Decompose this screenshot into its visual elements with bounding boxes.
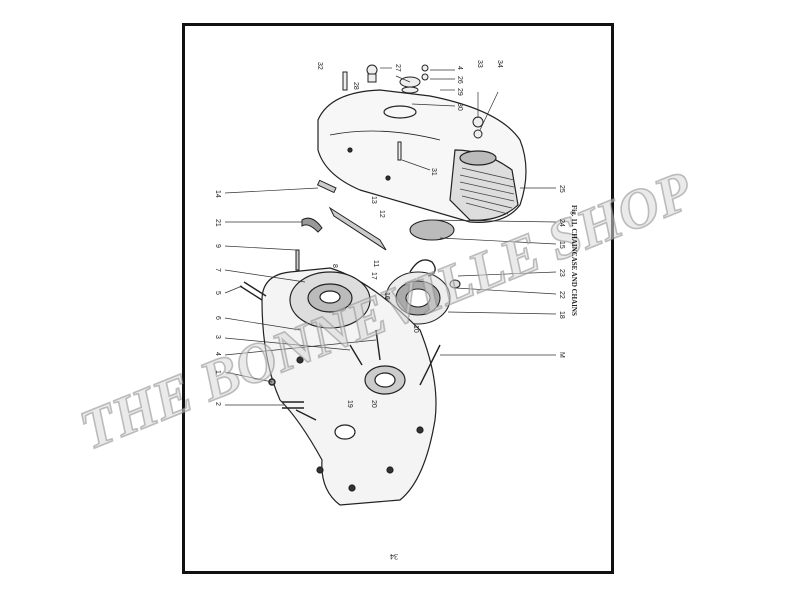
callout-label: 25 xyxy=(558,185,565,193)
callout-label: 13 xyxy=(370,196,377,204)
callout-label: 23 xyxy=(558,269,565,277)
callout-label: 18 xyxy=(558,311,565,319)
callout-label: 19 xyxy=(346,400,353,408)
callout-label: 17 xyxy=(370,272,377,280)
callout-label: 11 xyxy=(372,260,379,267)
filler-cap-parts xyxy=(342,64,484,161)
callout-label: 22 xyxy=(558,291,565,299)
callout-label: 6 xyxy=(214,316,221,320)
inner-chaincase xyxy=(261,267,437,506)
leader-lines xyxy=(224,67,557,406)
callout-labels: 14 21 9 7 5 6 3 4 1 2 25 24 15 23 22 18 … xyxy=(214,60,565,408)
callout-label: 26 xyxy=(456,76,463,84)
callout-label: 4 xyxy=(456,66,463,70)
callout-label: 32 xyxy=(316,62,323,70)
chain-tensioner xyxy=(295,179,387,271)
figure-caption: Fig. 11. CHAINCASE AND CHAINS xyxy=(570,205,578,316)
chaincase-outer-cover xyxy=(317,89,527,223)
callout-label: 33 xyxy=(476,60,483,68)
callout-label: 14 xyxy=(214,190,221,198)
callout-label: 24 xyxy=(558,219,565,227)
callout-label: 16 xyxy=(383,292,390,300)
callout-label: 2 xyxy=(214,402,221,406)
alternator-stator xyxy=(385,219,461,325)
callout-label: 4 xyxy=(214,352,221,356)
callout-label: 1 xyxy=(214,370,221,374)
callout-label: 28 xyxy=(352,82,359,90)
callout-label: 10 xyxy=(412,325,419,333)
callout-label: 15 xyxy=(558,241,565,249)
callout-label: 3 xyxy=(214,335,221,339)
callout-label: M xyxy=(558,352,565,358)
callout-label: 27 xyxy=(394,64,401,72)
callout-label: 20 xyxy=(370,400,377,408)
callout-label: 8 xyxy=(331,264,338,268)
callout-label: 5 xyxy=(214,291,221,295)
callout-label: 9 xyxy=(214,244,221,248)
callout-label: 29 xyxy=(456,88,463,96)
callout-label: 34 xyxy=(496,60,503,68)
callout-label: 30 xyxy=(456,103,463,111)
callout-label: 12 xyxy=(378,210,385,218)
callout-label: 21 xyxy=(214,219,221,227)
studs-and-bolts xyxy=(239,281,441,421)
callout-label: 7 xyxy=(214,268,221,272)
page-number: 34 xyxy=(390,552,398,561)
callout-label: 31 xyxy=(430,168,437,176)
